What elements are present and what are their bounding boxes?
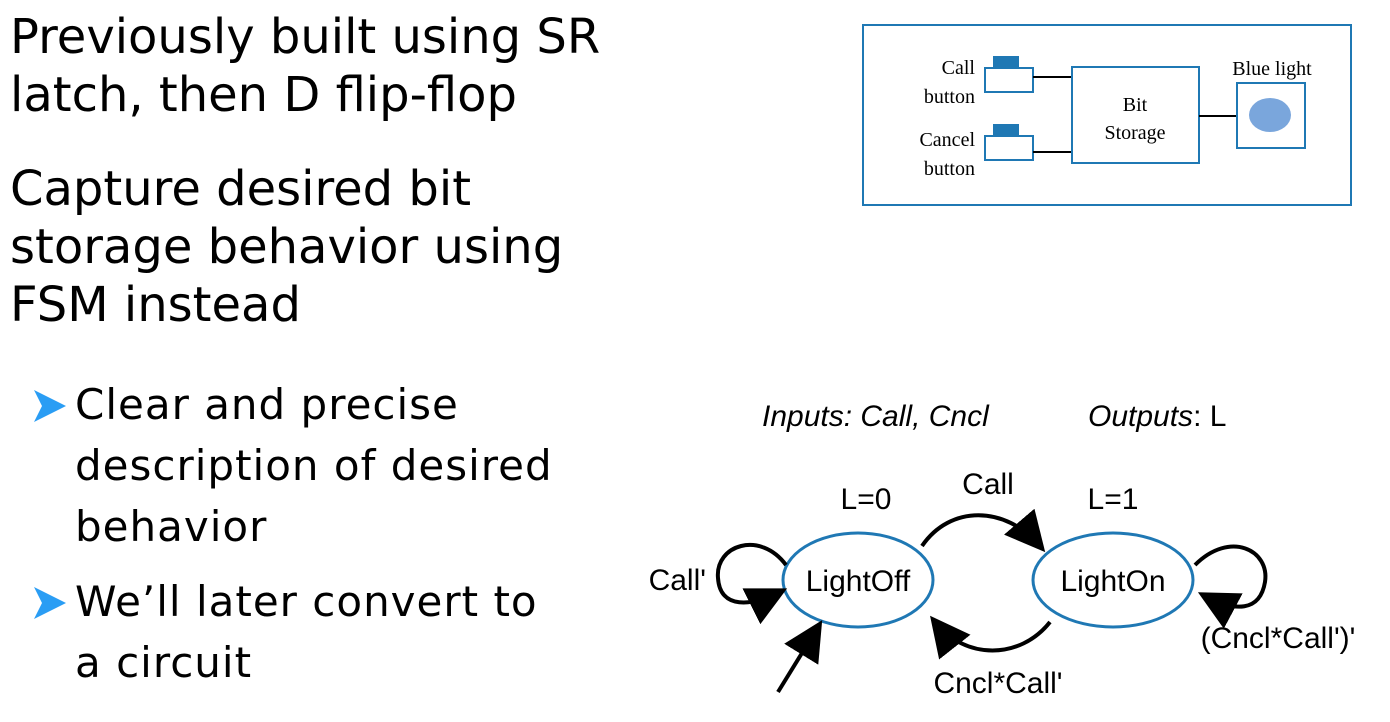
call-button-label-1: Call	[942, 57, 976, 79]
cancel-button-label-2: button	[924, 158, 975, 180]
blue-light-box	[1236, 82, 1306, 149]
arrow-bullet-icon	[34, 587, 66, 619]
blue-light-icon	[1249, 98, 1291, 132]
state-on-output: L=1	[1088, 483, 1139, 516]
fsm-diagram: Inputs: Call, Cncl Outputs: L L=0 LightO…	[649, 400, 1356, 700]
bullet-line: Previously built using SR	[10, 9, 601, 65]
subbullet-line: description of desired	[75, 441, 553, 490]
blue-light-label: Blue light	[1232, 58, 1312, 80]
transition-off-to-on	[920, 508, 1046, 553]
fsm-outputs-word: Outputs	[1088, 400, 1193, 433]
fsm-outputs-value: : L	[1193, 400, 1226, 433]
subbullet-line: a circuit	[75, 638, 253, 687]
bullet-line: latch, then D flip-flop	[10, 67, 517, 123]
transition-off-self	[715, 542, 788, 625]
fsm-inputs-label: Inputs: Call, Cncl	[762, 400, 990, 433]
call-button-label-2: button	[924, 86, 975, 108]
subbullet-clear-precise: Clear and precise description of desired…	[30, 374, 553, 557]
state-lighton	[1031, 531, 1195, 629]
transition-on-self	[1193, 544, 1268, 629]
cancel-button-icon	[984, 124, 1034, 161]
cancel-button-label-1: Cancel	[919, 129, 975, 151]
subbullet-line: behavior	[75, 502, 268, 551]
bit-storage-label-2: Storage	[1104, 122, 1165, 144]
bullet-line: FSM instead	[10, 277, 301, 333]
subbullet-convert-circuit: We’ll later convert to a circuit	[30, 571, 538, 693]
block-diagram-border	[862, 24, 1352, 206]
state-lightoff-label: LightOff	[806, 565, 911, 598]
transition-on-to-off	[930, 615, 1052, 660]
bullet-previously-built: Previously built using SR latch, then D …	[10, 8, 600, 124]
transition-on-self-label: (Cncl*Call')'	[1201, 622, 1356, 655]
bullet-capture-behavior: Capture desired bit storage behavior usi…	[10, 160, 563, 334]
bullet-line: storage behavior using	[10, 219, 564, 275]
transition-off-to-on-label: Call	[962, 468, 1014, 501]
fsm-outputs-label: Outputs: L	[1088, 400, 1226, 433]
bullet-line: Capture desired bit	[10, 161, 472, 217]
arrow-bullet-icon	[34, 390, 66, 422]
transition-on-to-off-label: Cncl*Call'	[933, 667, 1062, 700]
subbullet-line: We’ll later convert to	[75, 577, 538, 626]
state-off-output: L=0	[841, 483, 892, 516]
block-diagram: Call button Cancel button Bit Storage Bl…	[862, 24, 1352, 206]
initial-state-arrow	[776, 620, 823, 694]
transition-off-self-label: Call'	[649, 564, 706, 597]
bit-storage-label-1: Bit	[1123, 94, 1148, 116]
call-button-icon	[984, 56, 1034, 93]
state-lighton-label: LightOn	[1060, 565, 1165, 598]
subbullet-line: Clear and precise	[75, 380, 459, 429]
state-lightoff	[781, 531, 935, 629]
